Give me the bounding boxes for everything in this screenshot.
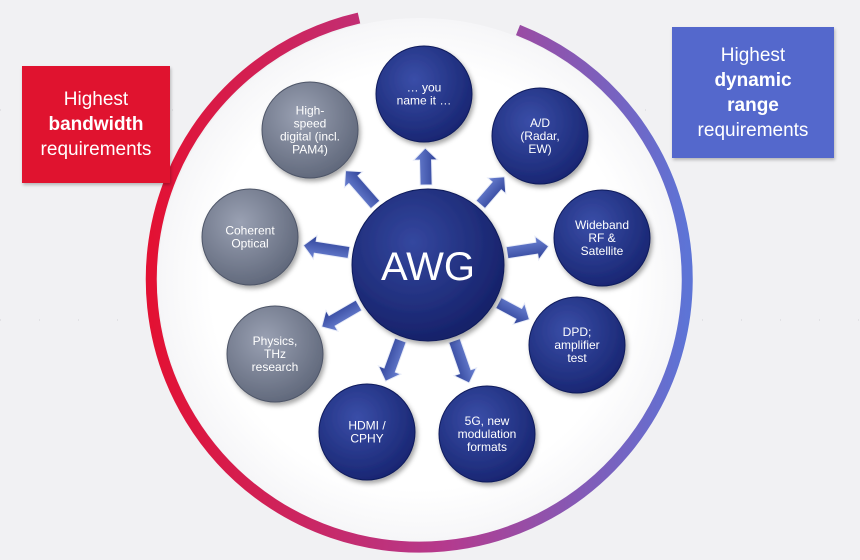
node-circle-0 bbox=[375, 45, 473, 143]
dynamic-range-label-box: Highest dynamic range requirements bbox=[672, 27, 834, 158]
node-label-3-0: DPD; bbox=[563, 325, 592, 339]
node-label-5-1: CPHY bbox=[350, 432, 383, 446]
node-circle-6 bbox=[226, 305, 324, 403]
arrow-5 bbox=[377, 337, 407, 382]
arrows-group bbox=[302, 147, 550, 384]
node-label-6-1: THz bbox=[264, 347, 286, 361]
node-label-1-2: EW) bbox=[528, 142, 551, 156]
node-circle-7 bbox=[201, 188, 299, 286]
node-label-2-1: RF & bbox=[588, 231, 615, 245]
node-label-4-0: 5G, new bbox=[465, 414, 510, 428]
application-node-5: HDMI /CPHY bbox=[318, 383, 416, 481]
node-label-6-0: Physics, bbox=[253, 334, 298, 348]
node-label-4-2: formats bbox=[467, 440, 507, 454]
arrow-0 bbox=[412, 147, 439, 186]
arrow-3 bbox=[494, 296, 531, 326]
arrow-7 bbox=[302, 234, 351, 261]
center-label: AWG bbox=[381, 245, 475, 289]
arrow-4 bbox=[448, 337, 478, 384]
bandwidth-line3: requirements bbox=[40, 139, 152, 160]
center-node bbox=[351, 188, 505, 342]
application-node-1: A/D(Radar,EW) bbox=[491, 87, 589, 185]
node-label-1-0: A/D bbox=[530, 116, 550, 130]
arrow-8 bbox=[343, 170, 381, 210]
node-label-8-1: speed bbox=[294, 117, 327, 131]
arrow-2 bbox=[505, 235, 550, 262]
dynamic-range-line4: requirements bbox=[697, 119, 809, 141]
arrow-1 bbox=[475, 176, 507, 210]
node-label-0-1: name it … bbox=[397, 94, 452, 108]
arrow-6 bbox=[321, 299, 363, 332]
node-label-6-2: research bbox=[252, 360, 299, 374]
node-label-5-0: HDMI / bbox=[348, 419, 386, 433]
node-label-8-2: digital (incl. bbox=[280, 130, 340, 144]
node-label-7-0: Coherent bbox=[225, 224, 275, 238]
node-label-8-3: PAM4) bbox=[292, 143, 328, 157]
node-circle-4 bbox=[438, 385, 536, 483]
node-label-8-0: High- bbox=[296, 104, 325, 118]
node-label-1-1: (Radar, bbox=[520, 129, 559, 143]
requirements-ring bbox=[145, 12, 693, 553]
node-circle-3 bbox=[528, 296, 626, 394]
dynamic-range-line3: range bbox=[727, 94, 779, 116]
bandwidth-line2: bandwidth bbox=[48, 114, 144, 135]
node-circle-1 bbox=[491, 87, 589, 185]
bandwidth-line1: Highest bbox=[63, 89, 129, 110]
node-label-2-2: Satellite bbox=[581, 244, 624, 258]
node-label-0-0: … you bbox=[407, 81, 442, 95]
node-label-2-0: Wideband bbox=[575, 218, 629, 232]
node-circle-8 bbox=[261, 81, 359, 179]
node-label-4-1: modulation bbox=[458, 427, 517, 441]
dynamic-range-line2: dynamic bbox=[714, 69, 792, 91]
node-label-7-1: Optical bbox=[231, 237, 268, 251]
bandwidth-label-box: Highest bandwidth requirements bbox=[22, 66, 170, 183]
node-label-3-1: amplifier bbox=[554, 338, 599, 352]
node-circle-5 bbox=[318, 383, 416, 481]
dynamic-range-line1: Highest bbox=[720, 44, 786, 66]
node-label-3-2: test bbox=[567, 351, 587, 365]
node-circle-2 bbox=[553, 189, 651, 287]
